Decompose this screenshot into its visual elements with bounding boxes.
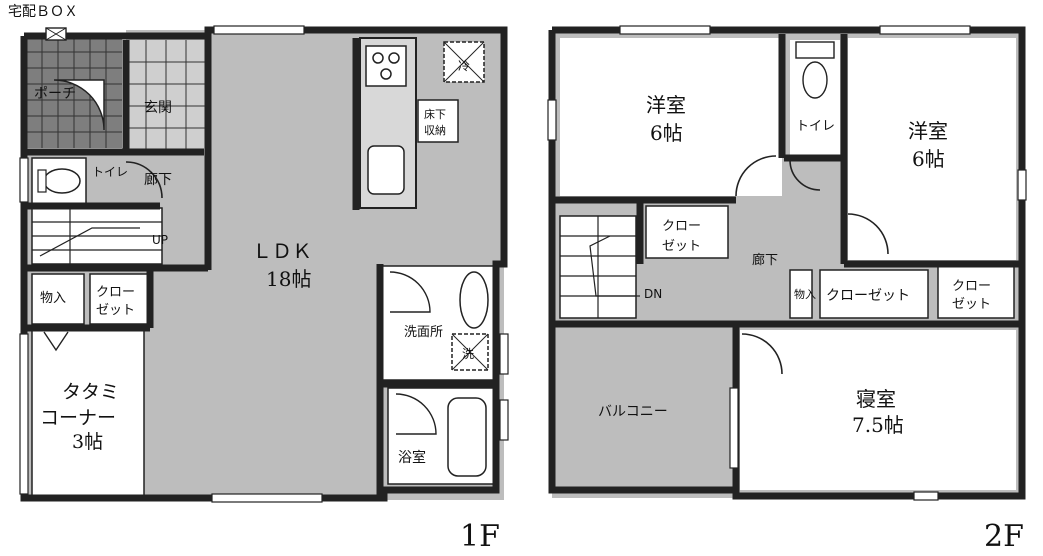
tatami-corner xyxy=(31,329,145,499)
label-ldk: ＬＤＫ xyxy=(252,239,312,263)
label-porch: ポーチ xyxy=(34,86,76,102)
label-closet-c-l1: クロー xyxy=(952,279,991,294)
label-dn: DN xyxy=(644,287,662,301)
label-up: UP xyxy=(152,233,168,247)
toilet-2f-fixture-icon xyxy=(795,41,835,99)
windows-2f xyxy=(547,25,1027,501)
stairs-2f xyxy=(559,215,640,319)
label-storage-1f: 物入 xyxy=(40,291,66,306)
label-closet-a-l1: クロー xyxy=(662,219,701,234)
label-tatami-l1: タタミ xyxy=(62,381,119,403)
label-entrance: 玄関 xyxy=(144,99,172,116)
closet-1f xyxy=(89,273,149,325)
label-closet-1f-l1: クロー xyxy=(96,285,135,300)
label-balcony: バルコニー xyxy=(598,404,668,420)
label-delivery-box: 宅配ＢＯＸ xyxy=(8,4,78,20)
label-closet-c-l2: ゼット xyxy=(952,297,991,312)
labels-1f: 宅配ＢＯＸ ポーチ 玄関 トイレ 廊下 UP 物入 クロー ゼット ＬＤＫ 18… xyxy=(8,4,500,554)
label-hallway-1f: 廊下 xyxy=(144,171,172,188)
label-ldk-size: 18帖 xyxy=(266,267,311,291)
label-tatami-l3: 3帖 xyxy=(72,431,103,453)
floor2-label: 2F xyxy=(984,519,1024,554)
western-room-1 xyxy=(560,38,782,196)
label-bath: 浴室 xyxy=(398,449,426,466)
fridge-icon xyxy=(443,41,485,83)
label-underfloor-l1: 床下 xyxy=(424,107,446,121)
labels-2f: 洋室 6帖 トイレ 洋室 6帖 クロー ゼット 廊下 DN 物入 クローゼット … xyxy=(598,93,1024,554)
label-western2-l1: 洋室 xyxy=(908,119,948,143)
label-bedroom-l2: 7.5帖 xyxy=(852,413,904,437)
label-washroom: 洗面所 xyxy=(404,325,443,340)
delivery-box-icon xyxy=(45,27,67,41)
entrance-tiles xyxy=(126,40,208,150)
label-closet-a-l2: ゼット xyxy=(662,239,701,254)
western-room-2 xyxy=(848,38,1016,260)
label-washer: 洗 xyxy=(462,347,474,361)
label-bedroom-l1: 寝室 xyxy=(856,387,896,411)
closet-2f-a xyxy=(645,205,729,259)
floor-1-plan xyxy=(19,25,509,503)
toilet-2f xyxy=(790,40,840,158)
label-western2-l2: 6帖 xyxy=(912,147,945,171)
floor1-outer-wall xyxy=(20,26,508,502)
label-toilet-1f: トイレ xyxy=(92,165,128,179)
wash-basin-icon xyxy=(459,271,489,329)
closet-2f-c xyxy=(937,265,1015,319)
label-toilet-2f: トイレ xyxy=(796,119,835,134)
label-storage-2f: 物入 xyxy=(794,287,816,301)
label-fridge: 冷 xyxy=(458,59,470,73)
label-western1-l1: 洋室 xyxy=(646,93,686,117)
washer-icon xyxy=(451,333,489,371)
porch-tiles xyxy=(26,36,122,148)
bathtub-icon xyxy=(447,397,487,477)
underfloor-storage xyxy=(417,99,459,143)
storage-2f xyxy=(789,269,813,319)
stove-icon xyxy=(365,45,407,87)
label-underfloor-l2: 収納 xyxy=(424,124,446,137)
windows-1f xyxy=(19,25,509,503)
label-closet-1f-l2: ゼット xyxy=(96,303,135,318)
label-hallway-2f: 廊下 xyxy=(752,252,778,268)
stairs-1f xyxy=(31,207,163,265)
floor-2-plan xyxy=(547,25,1027,501)
label-western1-l2: 6帖 xyxy=(650,121,683,145)
label-closet-b: クローゼット xyxy=(826,288,910,304)
floor1-label: 1F xyxy=(460,519,500,554)
label-tatami-l2: コーナー xyxy=(40,407,116,429)
closet-2f-b xyxy=(819,269,929,319)
sink-icon xyxy=(367,145,405,195)
bedroom xyxy=(740,330,1016,490)
toilet-1f xyxy=(31,157,87,205)
storage-1f xyxy=(31,273,85,325)
